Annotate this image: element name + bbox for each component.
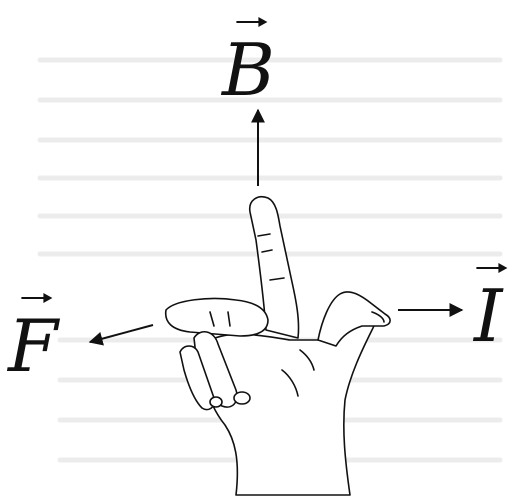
field-label: B xyxy=(222,34,275,106)
vector-arrow-icon xyxy=(19,292,53,304)
current-label: I xyxy=(474,280,502,352)
vector-arrow-icon xyxy=(475,262,509,274)
force-symbol: F xyxy=(8,304,58,388)
current-symbol: I xyxy=(474,274,502,358)
force-label: F xyxy=(8,310,58,382)
hand-icon xyxy=(166,197,390,495)
field-symbol: B xyxy=(222,28,275,112)
vector-arrow-icon xyxy=(235,16,269,28)
